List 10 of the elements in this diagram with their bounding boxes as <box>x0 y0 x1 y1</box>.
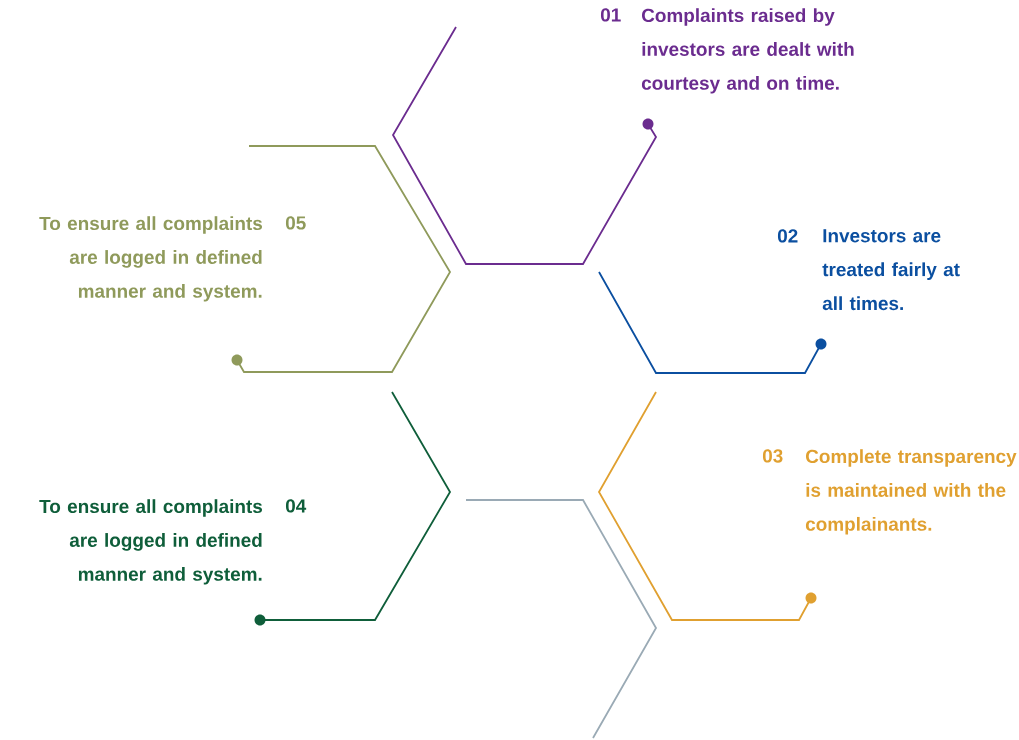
item-text: To ensure all complaints are logged in defined manner and system. <box>39 499 263 585</box>
item-number: 03 <box>762 449 783 463</box>
item-text: Investors are treated fairly at all times. <box>822 229 960 311</box>
item-number: 04 <box>285 499 307 513</box>
item-text: Complaints raised by investors are dealt with courtesy and on time. <box>641 8 854 94</box>
item-text: To ensure all complaints are logged in defined manner and system. <box>39 216 263 302</box>
item-number: 01 <box>600 8 621 22</box>
item-number: 05 <box>285 216 306 230</box>
item-number: 02 <box>777 229 798 243</box>
item-text: Complete transparency is maintained with the complainants. <box>805 449 1017 535</box>
